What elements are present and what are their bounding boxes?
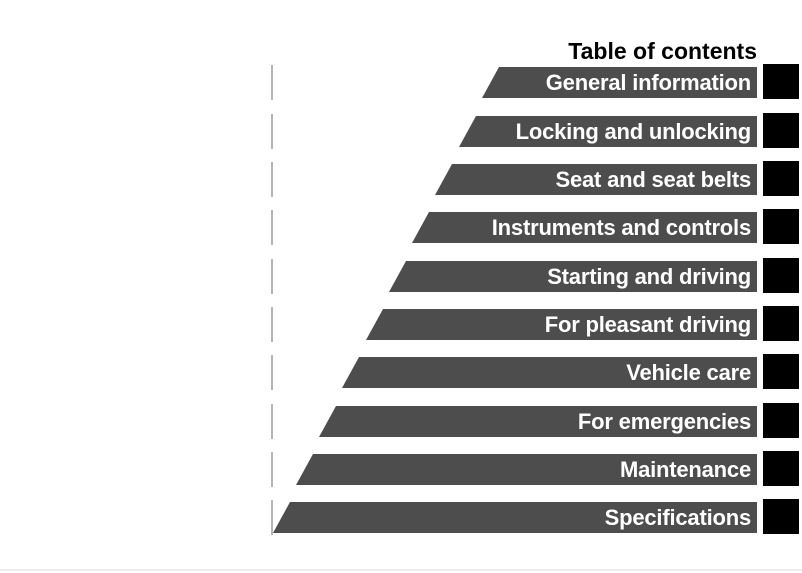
toc-row: Maintenance	[0, 451, 802, 487]
row-guide-dash	[271, 404, 273, 439]
toc-entry-bar[interactable]: Seat and seat belts	[435, 164, 757, 195]
row-guide-dash	[271, 210, 273, 245]
section-index-tab	[763, 113, 799, 148]
toc-entry-bar[interactable]: Specifications	[273, 502, 757, 533]
section-index-tab	[763, 403, 799, 438]
toc-entry-label: For pleasant driving	[544, 312, 751, 337]
toc-entry-label: General information	[545, 70, 751, 95]
toc-entry-bar[interactable]: Starting and driving	[389, 261, 757, 292]
row-guide-dash	[271, 452, 273, 487]
toc-entry-label: For emergencies	[577, 409, 751, 434]
toc-entry-bar[interactable]: Instruments and controls	[412, 212, 757, 243]
page-bottom-rule	[0, 569, 802, 571]
toc-row: For emergencies	[0, 403, 802, 439]
toc-entry-bar[interactable]: For emergencies	[319, 406, 757, 437]
toc-entry-bar[interactable]: Vehicle care	[342, 357, 757, 388]
toc-row: Instruments and controls	[0, 209, 802, 245]
row-guide-dash	[271, 307, 273, 342]
toc-entry-bar[interactable]: Maintenance	[296, 454, 757, 485]
toc-row: General information	[0, 64, 802, 100]
toc-entry-bar[interactable]: Locking and unlocking	[459, 116, 757, 147]
section-index-tab	[763, 451, 799, 486]
toc-entry-label: Maintenance	[619, 457, 751, 482]
toc-entry-label: Instruments and controls	[491, 215, 751, 240]
toc-entry-bar[interactable]: General information	[482, 67, 757, 98]
row-guide-dash	[271, 355, 273, 390]
section-index-tab	[763, 209, 799, 244]
section-index-tab	[763, 354, 799, 389]
page-title: Table of contents	[568, 38, 757, 64]
toc-entry-label: Starting and driving	[547, 264, 751, 289]
toc-entry-label: Vehicle care	[626, 360, 751, 385]
row-guide-dash	[271, 162, 273, 197]
row-guide-dash	[271, 500, 273, 535]
toc-entry-label: Specifications	[604, 505, 752, 530]
section-index-tab	[763, 64, 799, 99]
section-index-tab	[763, 161, 799, 196]
toc-entry-bar[interactable]: For pleasant driving	[366, 309, 757, 340]
row-guide-dash	[271, 259, 273, 294]
section-index-tab	[763, 258, 799, 293]
toc-row: Specifications	[0, 499, 802, 535]
toc-row: Seat and seat belts	[0, 161, 802, 197]
toc-entry-label: Seat and seat belts	[555, 167, 752, 192]
toc-row: Starting and driving	[0, 258, 802, 294]
toc-row: Locking and unlocking	[0, 113, 802, 149]
section-index-tab	[763, 499, 799, 534]
row-guide-dash	[271, 65, 273, 100]
row-guide-dash	[271, 114, 273, 149]
toc-row: Vehicle care	[0, 354, 802, 390]
toc-entry-label: Locking and unlocking	[515, 119, 752, 144]
toc-row: For pleasant driving	[0, 306, 802, 342]
section-index-tab	[763, 306, 799, 341]
